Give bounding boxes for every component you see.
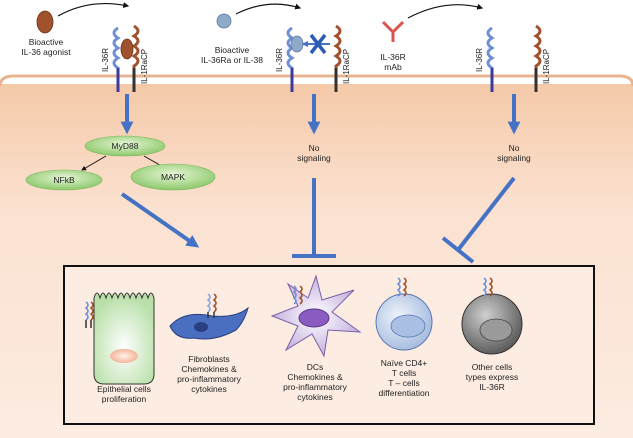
fibroblast-cell-icon	[169, 293, 249, 340]
epithelial-cell-label: Epithelial cells proliferation	[97, 384, 151, 404]
il36-agonist-ligand-icon	[36, 10, 54, 34]
t-cell-label: Naïve CD4+ T cells T – cells differentia…	[378, 358, 430, 398]
il36r-label-2: IL-36R	[275, 47, 284, 72]
agonist-ligand-label: Bioactive IL-36 agonist	[21, 37, 71, 57]
il36r-receptor-icon-3	[486, 26, 495, 92]
t-cell-icon	[375, 277, 433, 351]
il1racp-coreceptor-icon-2	[333, 24, 342, 92]
fibroblast-cell-label: Fibroblasts Chemokines & pro-inflammator…	[177, 354, 241, 394]
il1racp-label-1: IL-1RaCP	[140, 48, 149, 84]
signal-to-cells-arrow	[120, 192, 200, 248]
no-signaling-label-2: No signaling	[297, 143, 331, 163]
il36r-mab-icon	[381, 20, 405, 42]
dendritic-cell-icon	[270, 274, 362, 358]
inhibition-bar-2	[292, 178, 336, 258]
ligand-binding-arrow	[57, 2, 130, 17]
il36ra-ligand-icon	[216, 13, 232, 29]
il36r-receptor-icon	[112, 26, 121, 92]
epithelial-cell-icon	[84, 292, 155, 385]
antagonist-binding-arrow	[235, 3, 302, 15]
inhibition-bar-3	[441, 176, 516, 264]
dendritic-cell-label: DCs Chemokines & pro-inflammatory cytoki…	[283, 362, 347, 402]
antibody-label: IL-36R mAb	[380, 52, 406, 72]
cell-membrane	[0, 74, 633, 87]
other-cell-label: Other cells types express IL-36R	[465, 362, 519, 392]
il1racp-label-2: IL-1RaCP	[342, 48, 351, 84]
il1racp-label-3: IL-1RaCP	[542, 48, 551, 84]
mapk-label: MAPK	[160, 172, 186, 182]
il36r-label-1: IL-36R	[101, 47, 110, 72]
block-x-icon	[309, 33, 327, 55]
bound-agonist-icon	[120, 38, 134, 60]
no-signaling-label-3: No signaling	[497, 143, 531, 163]
bound-antagonist-icon	[290, 35, 304, 53]
myd88-label: MyD88	[111, 141, 139, 151]
antibody-binding-arrow	[407, 3, 484, 19]
nfkb-label: NFkB	[53, 175, 75, 185]
il1racp-coreceptor-icon-3	[533, 24, 542, 92]
nfkb-node	[25, 169, 103, 191]
il1racp-coreceptor-icon	[131, 24, 140, 92]
myd88-node	[84, 135, 166, 157]
myd88-to-nfkb-arrow	[81, 155, 107, 171]
antagonist-ligand-label: Bioactive IL-36Ra or IL-38	[201, 45, 263, 65]
mapk-node	[130, 163, 216, 191]
other-cell-icon	[461, 277, 523, 355]
il36r-label-3: IL-36R	[475, 47, 484, 72]
